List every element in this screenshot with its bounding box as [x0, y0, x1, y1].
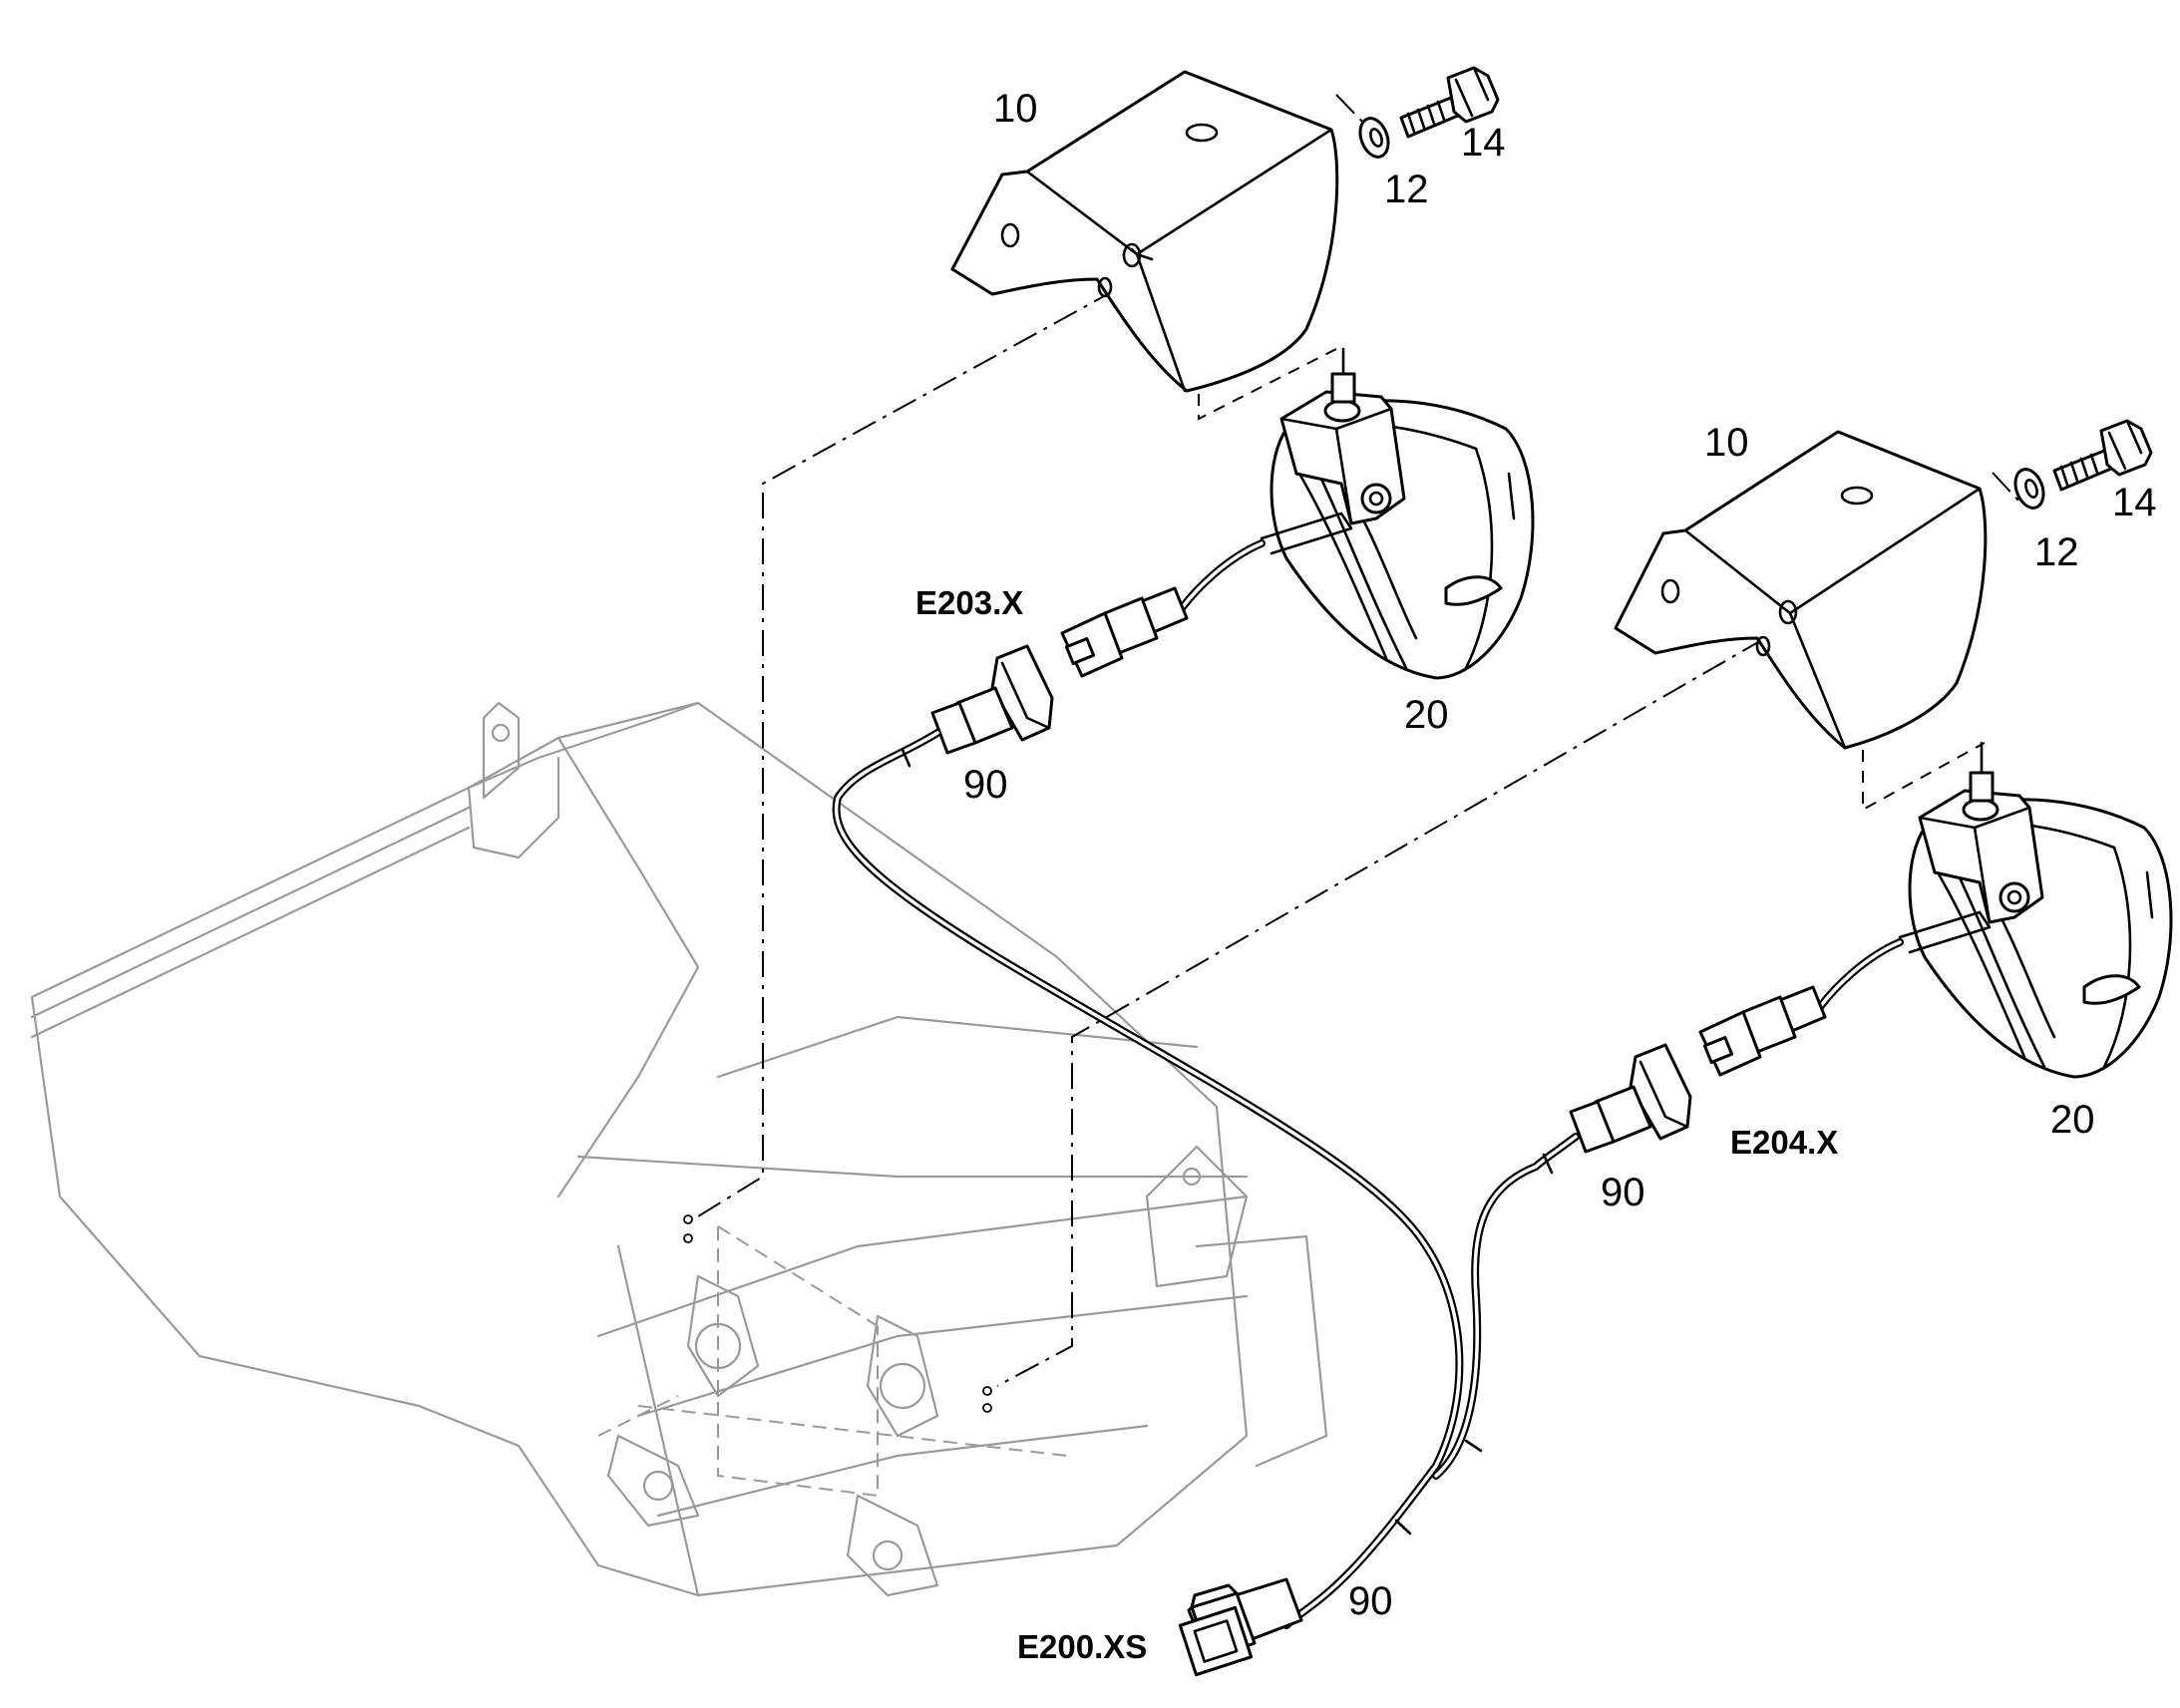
washer-icon [1358, 117, 1390, 159]
callout-lamp-right: 20 [2050, 1098, 2095, 1142]
callout-bolt-right: 14 [2112, 481, 2157, 524]
hex-bolt-icon [2052, 419, 2153, 492]
wiring-harness [832, 729, 1580, 1629]
connector-label-e200: E200.XS [1017, 1628, 1147, 1665]
connector-plug-icon [930, 644, 1054, 755]
assembly-lines [683, 90, 2021, 1413]
connector-label-e204: E204.X [1730, 1124, 1838, 1161]
callout-washer-left: 12 [1384, 168, 1429, 211]
callout-harness-right: 90 [1601, 1171, 1645, 1214]
mounting-bracket-icon [950, 70, 1339, 393]
callout-bracket-left: 10 [993, 87, 1038, 131]
machine-body-ghost [30, 701, 1328, 1597]
callout-harness-main: 90 [1348, 1579, 1393, 1623]
callout-bracket-right: 10 [1704, 421, 1749, 465]
mounting-bracket-icon [1614, 430, 1988, 750]
left-lamp-pigtail [1060, 539, 1266, 678]
hex-bolt-icon [1399, 66, 1500, 139]
callout-washer-right: 12 [2034, 530, 2079, 574]
connector-label-e203: E203.X [915, 584, 1023, 621]
callout-harness-left: 90 [963, 763, 1008, 807]
callout-lamp-left: 20 [1404, 693, 1449, 737]
callouts: 10 14 12 10 14 12 20 20 90 90 90 E203.X … [915, 87, 2157, 1665]
work-lamp-icon [1260, 347, 1535, 680]
right-lamp-pigtail [1698, 938, 1904, 1077]
washer-icon [2013, 468, 2045, 510]
callout-bolt-left: 14 [1461, 121, 1506, 165]
work-lamp-icon [1898, 741, 2173, 1079]
connector-plug-icon [1569, 1043, 1692, 1154]
connector-plug-icon [1178, 1577, 1303, 1677]
